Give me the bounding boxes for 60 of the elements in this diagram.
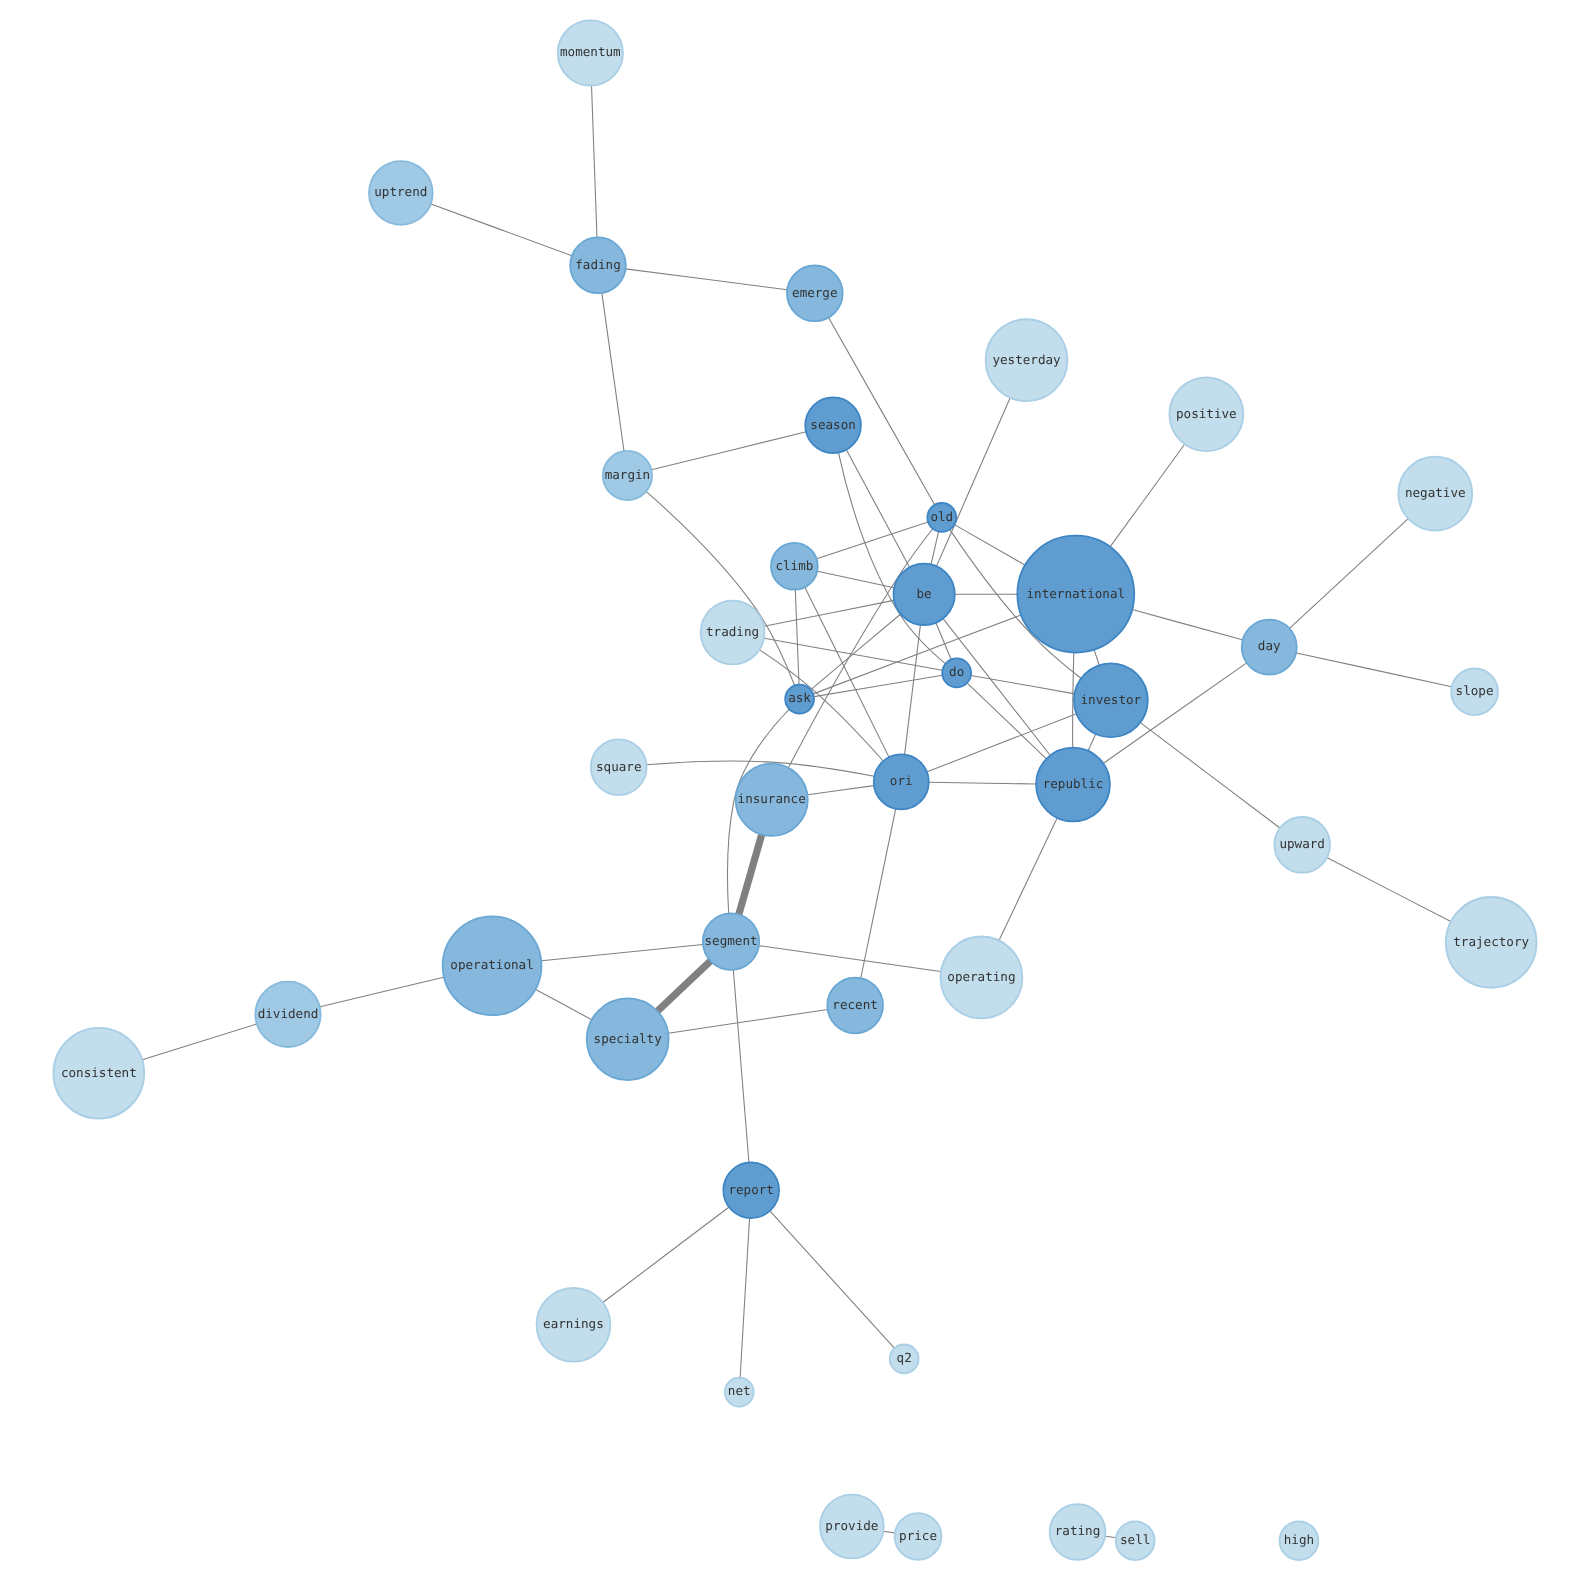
connector — [734, 833, 765, 916]
connector — [965, 682, 1046, 760]
connector — [644, 760, 874, 777]
connector — [809, 613, 900, 691]
connector — [787, 528, 933, 768]
connector — [969, 674, 1075, 695]
connector — [1092, 649, 1099, 666]
connector — [929, 531, 939, 565]
connector — [844, 449, 910, 568]
connector — [948, 529, 1081, 679]
connector — [623, 268, 787, 291]
connector — [859, 808, 896, 979]
connector — [827, 317, 935, 506]
connector — [815, 521, 928, 560]
connector — [1287, 518, 1408, 629]
connector — [540, 943, 703, 962]
connector — [757, 945, 940, 973]
connector — [762, 599, 894, 627]
connector — [649, 431, 806, 471]
connector — [758, 649, 883, 762]
connector — [925, 713, 1077, 773]
connector — [1103, 1535, 1116, 1539]
connector — [815, 570, 894, 589]
connector — [731, 969, 749, 1163]
connector — [1086, 733, 1096, 752]
connector — [1325, 857, 1451, 923]
connector — [601, 1206, 729, 1304]
connector — [927, 781, 1036, 785]
connector — [1294, 652, 1452, 688]
connector — [952, 524, 1025, 566]
connector — [1108, 443, 1185, 548]
connector — [1130, 609, 1242, 641]
connector — [738, 1217, 750, 1379]
connector — [429, 203, 572, 257]
connector — [534, 988, 591, 1021]
connector — [768, 1210, 894, 1349]
connector — [997, 817, 1057, 941]
connector — [836, 452, 945, 665]
connector — [644, 491, 795, 687]
connector — [882, 1530, 895, 1534]
connector — [590, 85, 597, 239]
connector — [140, 1023, 257, 1061]
connector — [803, 586, 889, 758]
connector — [811, 614, 1021, 695]
connector — [1071, 652, 1074, 749]
connector — [953, 593, 1017, 595]
connector — [654, 958, 712, 1014]
connector — [1101, 662, 1246, 764]
connector — [793, 589, 799, 686]
connector — [935, 397, 1010, 567]
connector — [934, 622, 951, 660]
connector — [600, 292, 624, 452]
connector — [666, 1008, 828, 1034]
connector — [726, 708, 789, 914]
connector — [903, 624, 920, 755]
connector — [812, 674, 942, 698]
connector — [762, 637, 942, 671]
connector — [806, 785, 874, 796]
connector — [318, 976, 444, 1008]
connector — [1138, 722, 1280, 829]
